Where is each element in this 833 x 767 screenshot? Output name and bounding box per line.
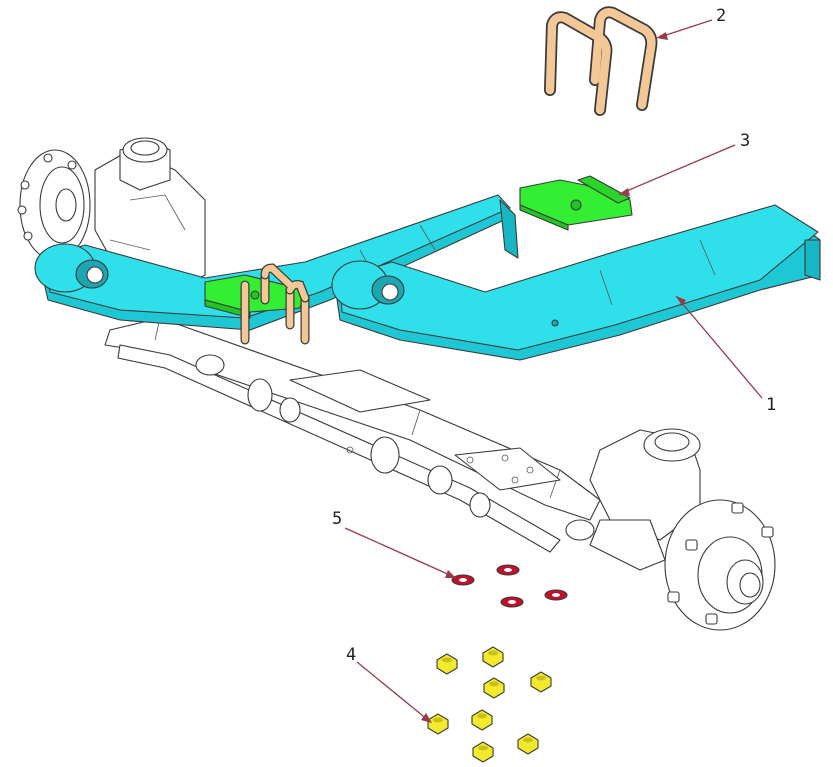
callout-label-1: 1	[766, 395, 776, 415]
tie-rod-joint-right	[370, 436, 491, 518]
nut	[472, 741, 494, 763]
leaf-spring-right	[331, 204, 821, 361]
washer	[544, 589, 568, 601]
callout-label-3: 3	[740, 131, 750, 151]
callout-1: 1	[675, 295, 776, 415]
nut	[436, 653, 458, 675]
washer	[451, 574, 475, 586]
axle-assembly	[104, 317, 601, 553]
u-bolt-installed	[240, 263, 310, 345]
nut	[530, 671, 552, 693]
washer	[500, 596, 524, 608]
nut	[517, 733, 539, 755]
wheel-studs	[667, 502, 774, 625]
leaf-spring-left-eye	[34, 243, 109, 293]
nut	[427, 713, 449, 735]
spring-pad-installed	[204, 274, 306, 319]
callout-label-2: 2	[716, 6, 726, 26]
callout-label-5: 5	[332, 509, 342, 529]
callout-2: 2	[656, 6, 726, 40]
tie-rod-joint-left	[195, 354, 301, 423]
u-bolt-exploded	[544, 6, 658, 116]
callout-3: 3	[618, 131, 750, 196]
callout-4: 4	[346, 645, 432, 723]
nuts	[427, 646, 552, 763]
washers	[451, 564, 568, 608]
callout-5: 5	[332, 509, 456, 578]
right-hub-knuckle	[565, 428, 776, 631]
nut	[471, 709, 493, 731]
leaf-spring-right-eye	[331, 260, 405, 310]
leaf-spring-left	[34, 194, 519, 331]
callout-label-4: 4	[346, 645, 356, 665]
nut	[482, 646, 504, 668]
spring-pad-plate-exploded	[519, 175, 633, 231]
washer	[496, 564, 520, 576]
nut	[483, 677, 505, 699]
